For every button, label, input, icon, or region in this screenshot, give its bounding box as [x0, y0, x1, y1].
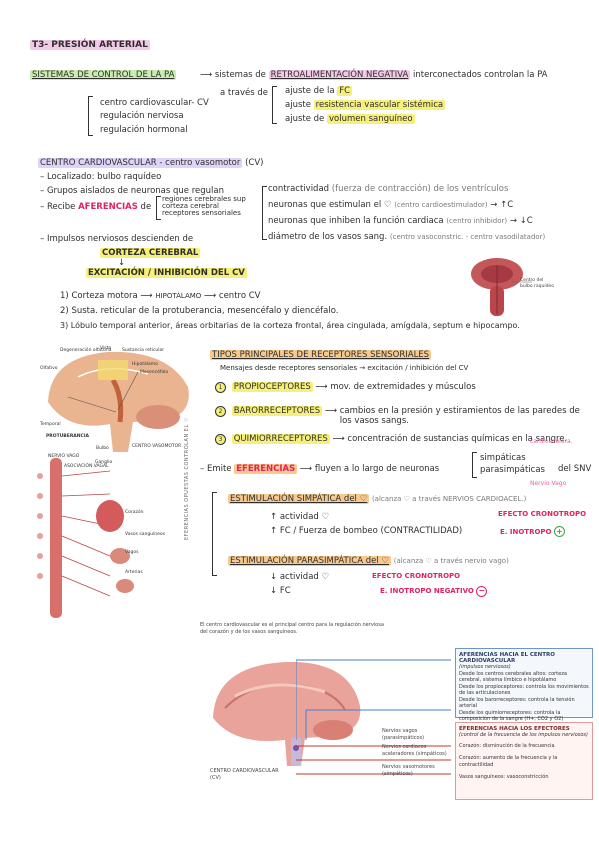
centro-heading: CENTRO CARDIOVASCULAR - centro vasomotor… [38, 158, 264, 168]
systems-list-item: regulación nerviosa [100, 111, 184, 121]
centro-label: CENTRO CARDIOVASCULAR (CV) [210, 768, 279, 781]
excitacion: EXCITACIÓN / INHIBICIÓN DEL CV [86, 268, 247, 278]
numbered-item: 3) Lóbulo temporal anterior, áreas orbit… [60, 321, 520, 330]
brace-snv [472, 452, 477, 478]
parasimpatica-heading: ESTIMULACIÓN PARASIMPÁTICA del ♡ (alcanz… [228, 556, 509, 566]
simpatica-line2: ↑ FC / Fuerza de bombeo (CONTRACTILIDAD) [270, 526, 463, 536]
emite-line: – Emite EFERENCIAS ⟶ fluyen a lo largo d… [200, 464, 440, 474]
note-cardio: cardioacelera. [530, 438, 573, 445]
figure-connectors [296, 659, 451, 775]
minus-icon: − [476, 586, 488, 597]
brace-ajustes [272, 86, 277, 124]
ajuste-item: ajuste resistencia vascular sistémica [285, 100, 446, 110]
eferencias-panel: EFERENCIAS HACIA LOS EFECTORES (control … [455, 722, 593, 800]
aferencias-panel: AFERENCIAS HACIA EL CENTRO CARDIOVASCULA… [455, 648, 593, 722]
side-label: EFERENCIAS OPUESTAS CONTROLAN EL ♡ [184, 417, 190, 540]
brace-aferencias [156, 196, 161, 220]
figure-brain-image [205, 648, 365, 768]
receptor-item: 1 PROPIOCEPTORES ⟶ mov. de extremidades … [215, 382, 476, 393]
systems-heading: SISTEMAS DE CONTROL DE LA PA [30, 70, 177, 80]
regula-item: neuronas que estimulan el ♡ (centro card… [268, 200, 514, 210]
receptor-item: 3 QUIMIORRECEPTORES ⟶ concentración de s… [215, 434, 567, 445]
snv-list: simpáticas parasimpáticas [480, 453, 545, 475]
plus-icon: + [553, 526, 565, 537]
parasimpatica-efecto2: E. INOTROPO NEGATIVO − [380, 586, 488, 597]
nervio-label: Nervios vagos (parasimpáticos) [382, 728, 425, 741]
brain-sagittal-image [38, 342, 198, 454]
title-text: T3- PRESIÓN ARTERIAL [30, 40, 150, 50]
numbered-item: 2) Susta. reticular de la protuberancia,… [60, 306, 339, 316]
ajuste-item: ajuste de la FC [285, 86, 353, 96]
nervio-label: Nervios cardíacos aceleradores (simpátic… [382, 744, 447, 757]
bulbo-labels: Centro del bulbo raquídeo [520, 278, 554, 289]
regula-item: contractividad (fuerza de contracción) d… [268, 184, 509, 194]
centro-recibe: – Recibe AFERENCIAS de [40, 202, 152, 212]
aferencia-sources: regiones cerebrales sup corteza cerebral… [162, 195, 246, 217]
brace-regula [262, 186, 267, 240]
note-vago: Nervio Vago [530, 480, 567, 487]
systems-line: ⟶ sistemas de RETROALIMENTACIÓN NEGATIVA… [200, 70, 548, 80]
parasimpatica-line2: ↓ FC [270, 586, 291, 596]
page-title: T3- PRESIÓN ARTERIAL [30, 40, 150, 50]
del-snv: del SNV [558, 464, 592, 474]
spinal-cord-image [0, 456, 172, 626]
simpatica-heading: ESTIMULACIÓN SIMPÁTICA del ♡ (alcanza ♡ … [228, 494, 527, 504]
simpatica-efecto2: E. INOTROPO + [500, 526, 565, 537]
receptor-item: 2 BARORRECEPTORES ⟶ cambios en la presió… [215, 406, 585, 426]
regula-item: diámetro de los vasos sang. (centro vaso… [268, 232, 546, 242]
simpatica-efecto1: EFECTO CRONOTROPO [498, 510, 587, 518]
a-traves: a través de [220, 88, 268, 98]
brace-efer [212, 492, 217, 576]
receptores-mensajes: Mensajes desde receptores sensoriales → … [220, 364, 469, 372]
bulbo-image [462, 252, 552, 322]
brace-left [88, 96, 93, 136]
numbered-item: 1) Corteza motora ⟶ HIPOTÁLAMO ⟶ centro … [60, 291, 261, 301]
down-arrow-icon: ↓ [118, 258, 126, 268]
arrow-icon: ⟶ [200, 70, 215, 80]
receptores-heading: TIPOS PRINCIPALES DE RECEPTORES SENSORIA… [210, 350, 432, 360]
figure-caption: El centro cardiovascular es el principal… [200, 622, 384, 635]
nervio-label: Nervios vasomotores (simpáticos) [382, 764, 435, 777]
parasimpatica-efecto1: EFECTO CRONOTROPO [372, 572, 461, 580]
simpatica-line1: ↑ actividad ♡ [270, 512, 330, 522]
corteza: CORTEZA CEREBRAL [100, 248, 201, 258]
systems-list-item: regulación hormonal [100, 125, 188, 135]
centro-grupos: – Grupos aislados de neuronas que regula… [40, 186, 225, 196]
centro-loc: – Localizado: bulbo raquídeo [40, 172, 162, 182]
parasimpatica-line1: ↓ actividad ♡ [270, 572, 330, 582]
impulsos: – Impulsos nerviosos descienden de [40, 234, 194, 244]
systems-list-item: centro cardiovascular- CV [100, 98, 209, 108]
regula-item: neuronas que inhiben la función cardiaca… [268, 216, 533, 226]
ajuste-item: ajuste de volumen sanguíneo [285, 114, 415, 124]
